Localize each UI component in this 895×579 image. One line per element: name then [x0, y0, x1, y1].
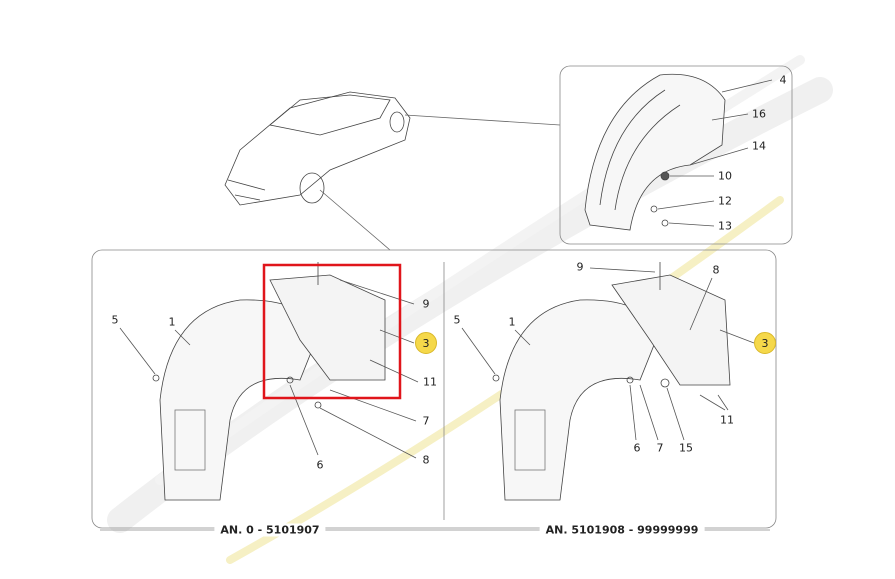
callout-12[interactable]: 12: [718, 194, 732, 208]
callout-16[interactable]: 16: [752, 107, 766, 121]
right-range-label: AN. 5101908 - 99999999: [539, 523, 705, 537]
callout-5[interactable]: 5: [453, 313, 461, 327]
callout-8[interactable]: 8: [422, 453, 430, 467]
callout-8[interactable]: 8: [712, 263, 720, 277]
callout-14[interactable]: 14: [752, 139, 766, 153]
right-leaders: [461, 267, 755, 441]
callout-5[interactable]: 5: [111, 313, 119, 327]
callout-3-highlighted[interactable]: 3: [754, 332, 776, 354]
callout-6[interactable]: 6: [316, 458, 324, 472]
callout-15[interactable]: 15: [679, 441, 693, 455]
callout-9[interactable]: 9: [422, 297, 430, 311]
callout-3-highlighted[interactable]: 3: [415, 332, 437, 354]
callout-9[interactable]: 9: [576, 260, 584, 274]
callout-7[interactable]: 7: [656, 441, 664, 455]
callout-11[interactable]: 11: [720, 413, 734, 427]
callout-4[interactable]: 4: [779, 73, 787, 87]
callout-11[interactable]: 11: [423, 375, 437, 389]
car-sketch: [224, 91, 411, 206]
callout-1[interactable]: 1: [168, 315, 176, 329]
front-wheel-liner-right: [492, 262, 731, 501]
callout-1[interactable]: 1: [508, 315, 516, 329]
inset-leaders: [657, 79, 773, 227]
main-frame: [91, 249, 777, 529]
callout-10[interactable]: 10: [718, 169, 732, 183]
left-leaders: [119, 279, 419, 459]
callout-6[interactable]: 6: [633, 441, 641, 455]
rear-wheel-liner-drawing: [584, 73, 726, 231]
callout-7[interactable]: 7: [422, 414, 430, 428]
callout-13[interactable]: 13: [718, 219, 732, 233]
front-wheel-liner-left: [152, 262, 386, 501]
selection-box[interactable]: [262, 263, 402, 400]
inset-frame: [559, 65, 793, 245]
left-range-label: AN. 0 - 5101907: [214, 523, 326, 537]
